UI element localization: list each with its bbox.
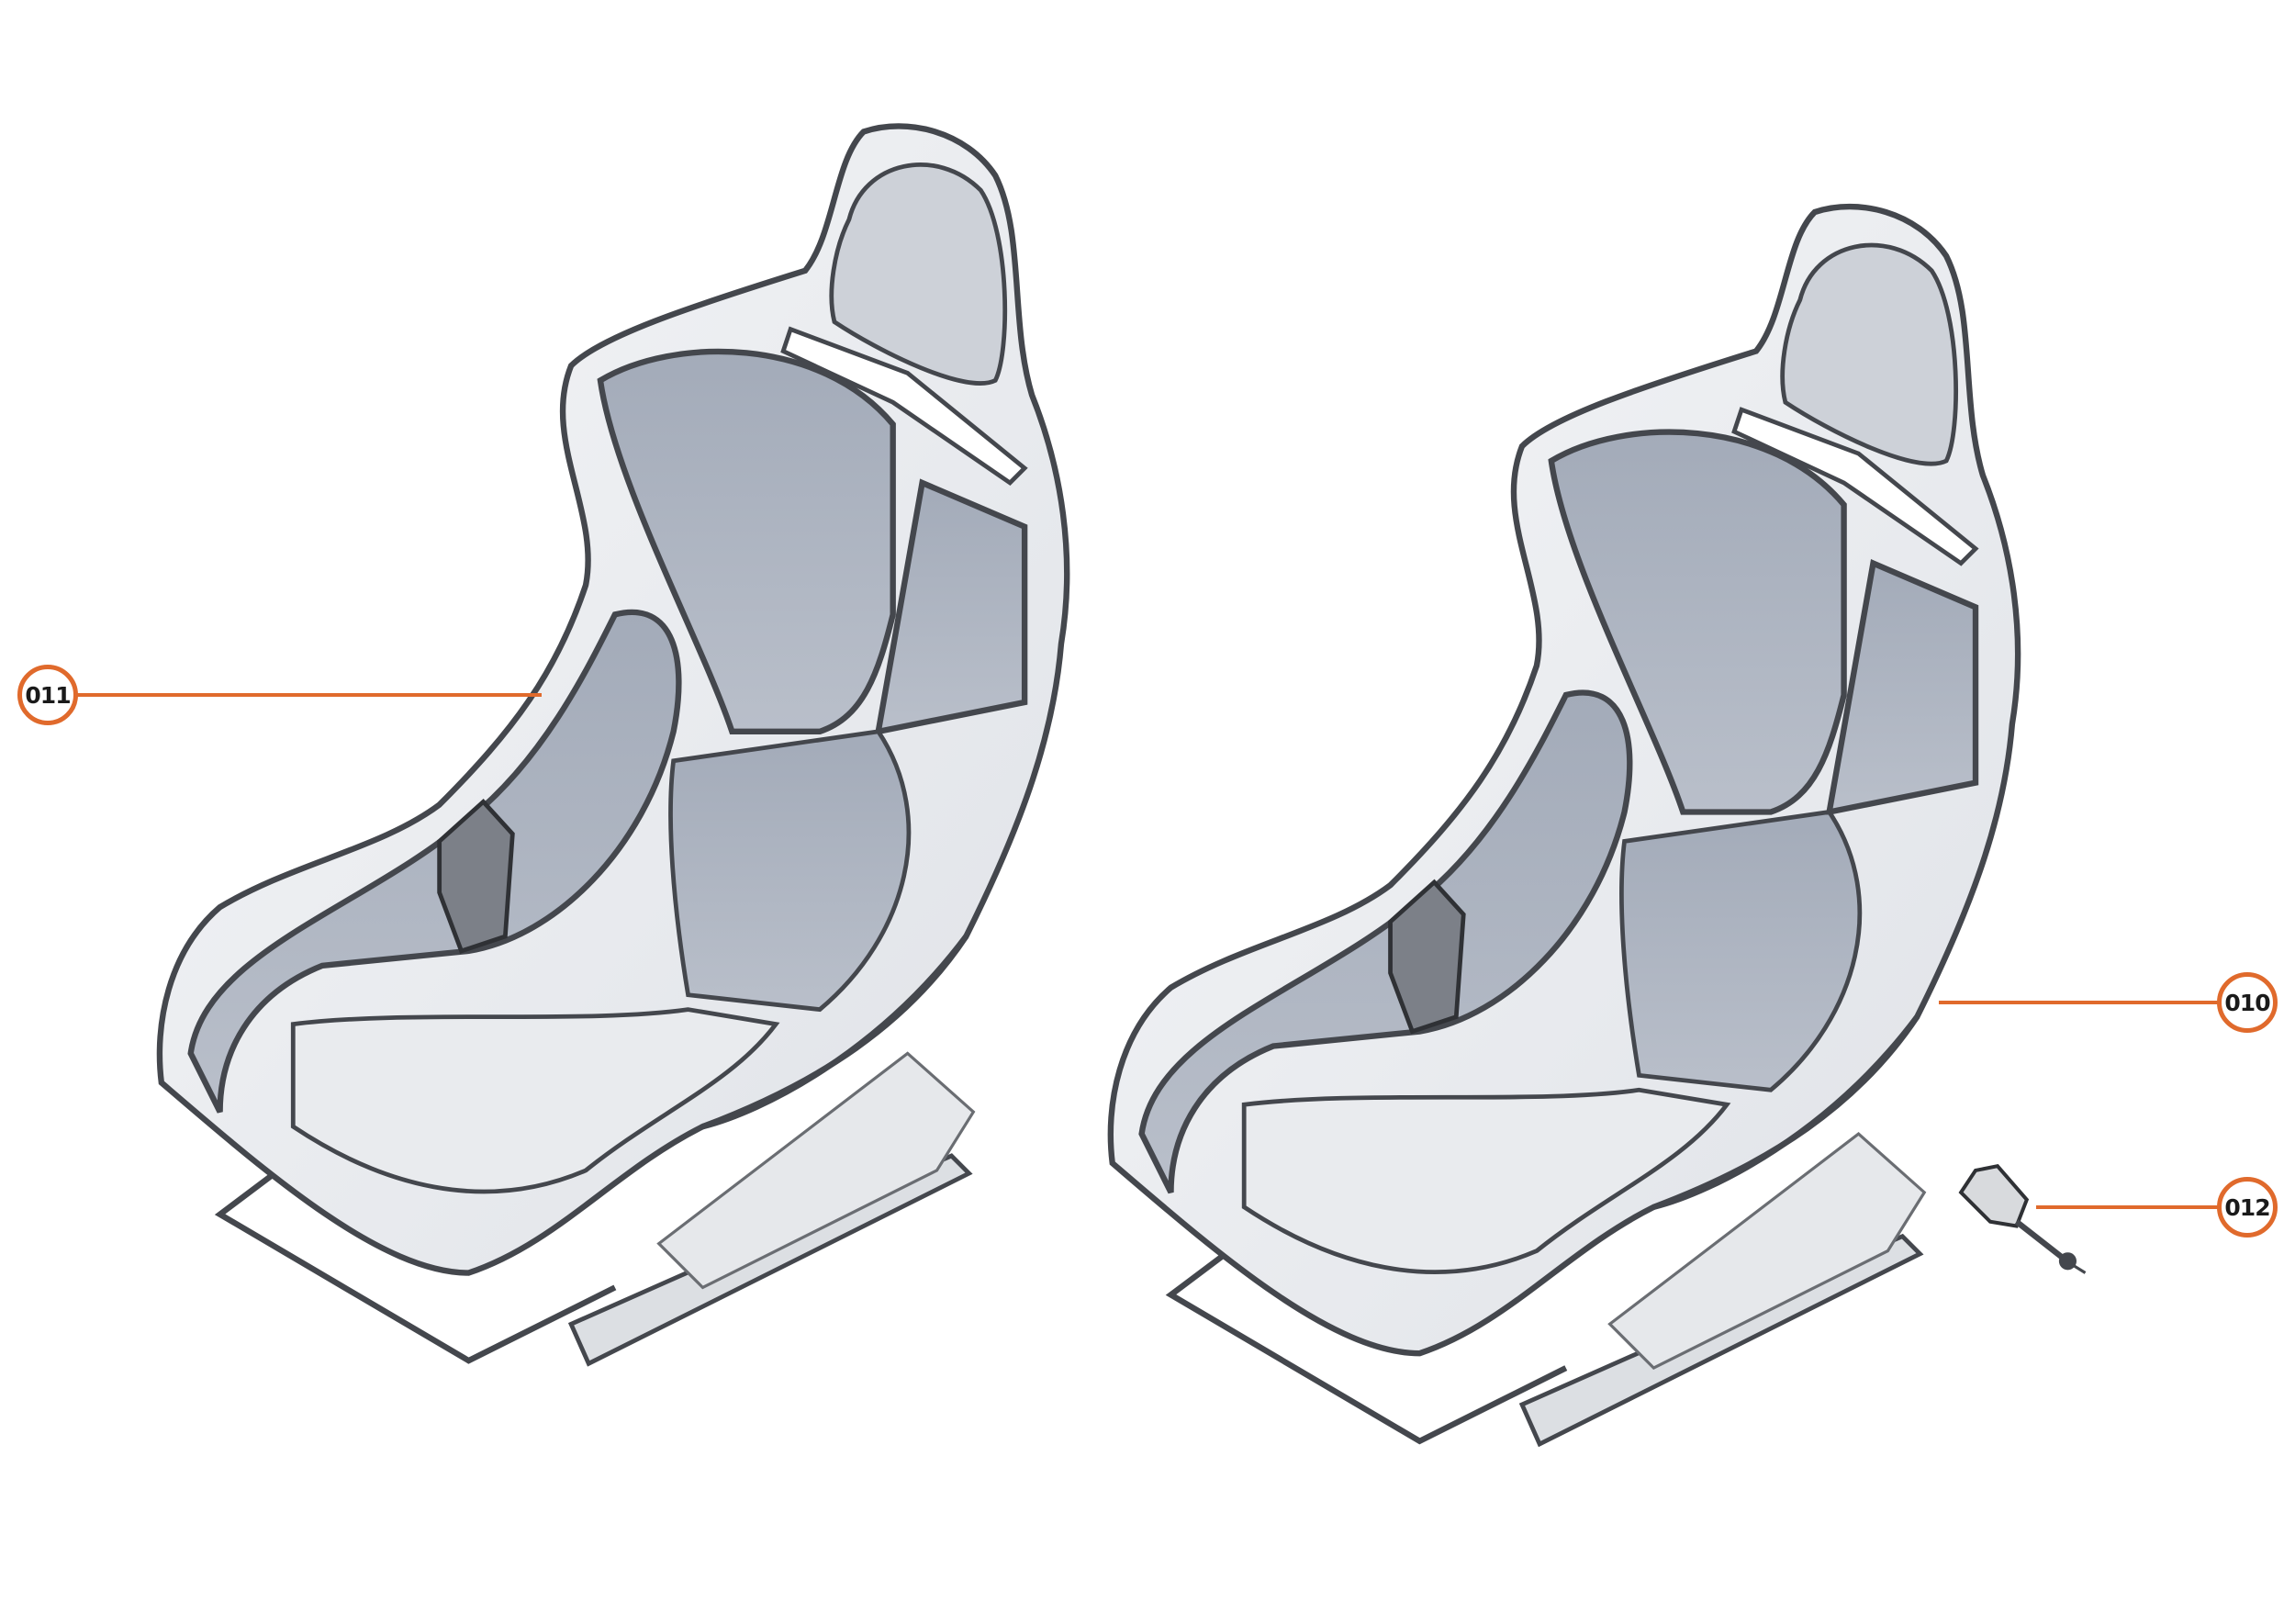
part-callout-010[interactable]: 010 xyxy=(2217,972,2278,1033)
seat-011 xyxy=(160,126,1067,1363)
part-callout-011[interactable]: 011 xyxy=(17,665,78,725)
seat-belt-buckle-012 xyxy=(1958,1163,2087,1274)
part-callout-012[interactable]: 012 xyxy=(2217,1177,2278,1238)
leader-line-011 xyxy=(75,693,542,697)
leader-line-012 xyxy=(2036,1205,2220,1209)
leader-line-010 xyxy=(1939,1001,2220,1004)
seat-010 xyxy=(1111,207,2018,1444)
